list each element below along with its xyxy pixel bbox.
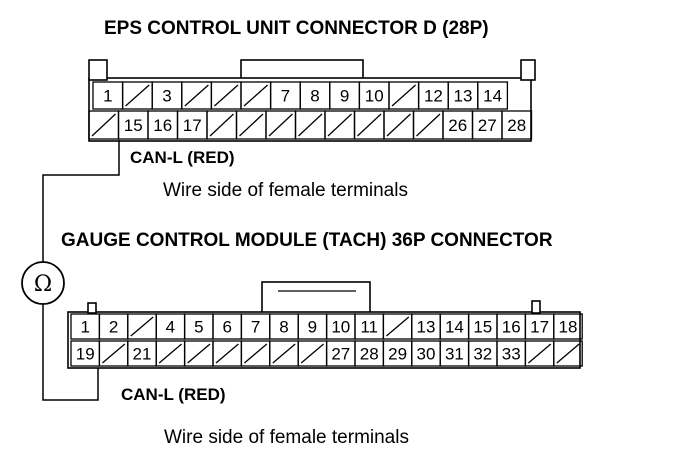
terminal-number: 28 [507,116,526,135]
eps-connector-title: EPS CONTROL UNIT CONNECTOR D (28P) [104,18,489,39]
terminal-number: 26 [448,116,467,135]
unused-terminal-slash [125,84,150,107]
terminal-number: 11 [360,318,378,337]
terminal-number: 6 [222,318,231,337]
terminal-number: 17 [530,318,549,337]
terminal-number: 16 [153,116,172,135]
terminal-number: 7 [281,87,290,106]
terminal-number: 12 [424,87,443,106]
terminal-number: 27 [478,116,497,135]
terminal-number: 2 [109,318,118,337]
terminal-number: 19 [76,345,95,364]
unused-terminal-slash [209,113,234,137]
eps-probe-label: CAN-L (RED) [130,148,235,167]
eps-connector-row-2: 15 16 17 26 27 28 [88,110,533,140]
unused-terminal-slash [385,316,410,337]
terminal-number: 8 [279,318,288,337]
unused-terminal-slash [130,316,154,337]
terminal-number: 14 [445,318,464,337]
terminal-number: 1 [103,87,112,106]
unused-terminal-slash [215,343,239,364]
terminal-number: 29 [388,345,407,364]
ohm-symbol: Ω [34,272,52,297]
terminal-number: 28 [360,345,379,364]
terminal-number: 10 [331,318,350,337]
probe-wire-gauge [42,304,99,401]
gauge-probe-label: CAN-L (RED) [121,385,226,404]
unused-terminal-slash [101,343,126,364]
unused-terminal-slash [416,113,441,137]
unused-terminal-slash [391,84,417,107]
unused-terminal-slash [300,343,325,364]
unused-terminal-slash [213,84,239,107]
terminal-number: 8 [310,87,319,106]
eps-wire-side-note: Wire side of female terminals [163,180,408,201]
terminal-number: 18 [559,318,578,337]
gauge-connector-body [67,281,581,369]
terminal-number: 9 [340,87,349,106]
terminal-number: 31 [445,345,464,364]
terminal-cell [501,110,533,140]
gauge-wire-side-note: Wire side of female terminals [164,427,409,448]
unused-terminal-slash [527,343,552,364]
unused-terminal-slash [556,343,580,364]
unused-terminal-slash [357,113,382,137]
terminal-number: 4 [166,318,175,337]
terminal-cell [553,313,583,340]
unused-terminal-slash [184,84,209,107]
terminal-number: 13 [417,318,436,337]
terminal-number: 15 [124,116,143,135]
unused-terminal-slash [386,113,411,137]
terminal-number: 30 [417,345,436,364]
gauge-connector-row-2: 19 21 27 28 29 30 31 32 33 [70,340,583,367]
terminal-number: 9 [308,318,317,337]
probe-wire-eps [42,140,120,262]
terminal-number: 5 [194,318,203,337]
terminal-cell [553,340,583,367]
terminal-number: 13 [454,87,473,106]
unused-terminal-slash [239,113,264,137]
unused-terminal-slash [327,113,352,137]
unused-terminal-slash [268,113,293,137]
terminal-number: 32 [473,345,492,364]
terminal-number: 3 [162,87,171,106]
terminal-number: 27 [331,345,350,364]
unused-terminal-slash [91,113,116,137]
terminal-number: 15 [473,318,492,337]
unused-terminal-slash [158,343,183,364]
unused-terminal-slash [272,343,296,364]
terminal-number: 7 [251,318,260,337]
unused-terminal-slash [298,113,323,137]
terminal-number: 14 [483,87,502,106]
unused-terminal-slash [243,343,268,364]
unused-terminal-slash [187,343,211,364]
terminal-number: 1 [80,318,89,337]
terminal-number: 16 [502,318,521,337]
terminal-number: 33 [502,345,521,364]
ohmmeter-icon: Ω [21,261,65,305]
terminal-number: 21 [133,345,152,364]
terminal-number: 10 [365,87,384,106]
terminal-number: 17 [183,116,202,135]
unused-terminal-slash [243,84,269,107]
terminal-cell [477,81,509,110]
gauge-connector-title: GAUGE CONTROL MODULE (TACH) 36P CONNECTO… [61,230,553,251]
